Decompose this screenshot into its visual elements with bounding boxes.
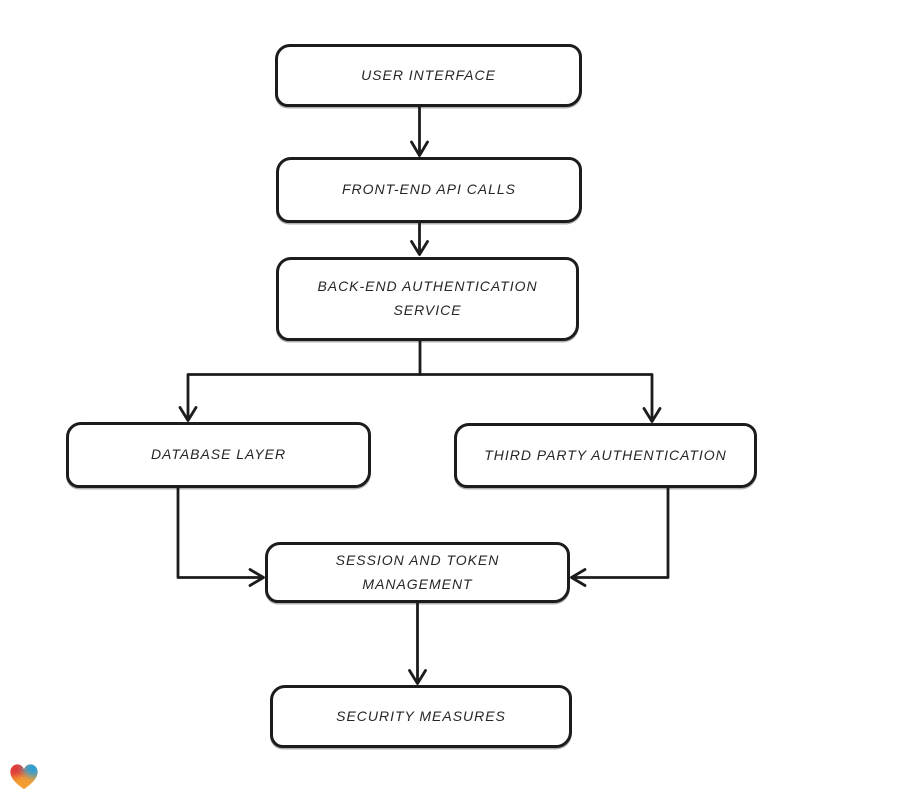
arrowhead [570,568,587,587]
edge-session-and-token-management-to-security-measures [408,601,427,685]
edge-front-end-api-calls-to-back-end-authentication-service [410,221,429,256]
arrowhead [248,568,265,587]
flowchart-node-session-and-token-management[interactable]: SESSION AND TOKEN MANAGEMENT [265,542,570,603]
flowchart-node-security-measures[interactable]: SECURITY MEASURES [270,685,572,748]
flowchart-node-user-interface[interactable]: USER INTERFACE [275,44,582,107]
flowchart-node-database-layer[interactable]: DATABASE LAYER [66,422,371,488]
edge-third-party-authentication-to-session-and-token-management [570,486,670,587]
arrowhead [410,240,429,256]
node-label: BACK-END AUTHENTICATION SERVICE [317,278,538,318]
edge-user-interface-to-front-end-api-calls [410,105,429,157]
flowchart-node-back-end-authentication-service[interactable]: BACK-END AUTHENTICATION SERVICE [276,257,579,341]
node-label: SESSION AND TOKEN MANAGEMENT [335,551,500,592]
node-label: SECURITY MEASURES [336,707,506,724]
edge-database-layer-to-session-and-token-management [176,486,265,587]
node-label: FRONT-END API CALLS [342,181,516,198]
flowchart-node-third-party-authentication[interactable]: THIRD PARTY AUTHENTICATION [454,423,757,488]
node-label: DATABASE LAYER [150,446,287,463]
node-label: THIRD PARTY AUTHENTICATION [484,446,727,463]
eraser-heart-logo-icon[interactable] [8,761,40,792]
edge-back-end-authentication-service-to-third-party-authentication [418,373,662,423]
arrowhead [178,406,198,422]
edge-back-end-authentication-service-to-database-layer [178,339,422,422]
node-label: USER INTERFACE [361,66,496,83]
flowchart-node-front-end-api-calls[interactable]: FRONT-END API CALLS [276,157,582,223]
arrowhead [410,140,429,157]
arrowhead [408,669,427,685]
arrowhead [642,407,662,423]
